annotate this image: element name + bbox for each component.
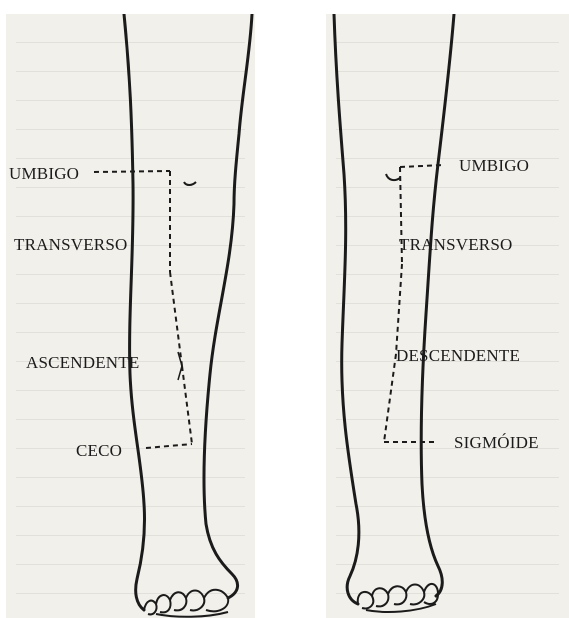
- left-label-ceco: CECO: [76, 442, 122, 459]
- left-leg-illustration: [6, 14, 255, 618]
- right-label-sigmoide: SIGMÓIDE: [454, 434, 539, 451]
- left-leg-outer-contour: [124, 14, 145, 610]
- right-label-descendente: DESCENDENTE: [396, 347, 520, 364]
- left-navel-mark: [184, 182, 196, 185]
- left-foot-toes: [144, 590, 228, 617]
- left-label-umbigo: UMBIGO: [9, 165, 79, 182]
- right-navel-mark: [386, 174, 400, 180]
- left-label-ascendente: ASCENDENTE: [26, 354, 139, 371]
- left-label-transverso: TRANSVERSO: [14, 236, 127, 253]
- right-leg-illustration: [326, 14, 569, 618]
- right-foot-toes: [358, 584, 438, 612]
- right-leg-inner-contour: [421, 14, 454, 596]
- left-leg-inner-contour: [204, 14, 252, 598]
- right-label-transverso: TRANSVERSO: [399, 236, 512, 253]
- right-leg-panel: UMBIGO TRANSVERSO DESCENDENTE SIGMÓIDE: [326, 14, 569, 618]
- right-label-umbigo: UMBIGO: [459, 157, 529, 174]
- right-leg-outer-contour: [334, 14, 359, 604]
- ascending-colon-dashed-path: [94, 171, 192, 448]
- left-leg-panel: UMBIGO TRANSVERSO ASCENDENTE CECO: [6, 14, 255, 618]
